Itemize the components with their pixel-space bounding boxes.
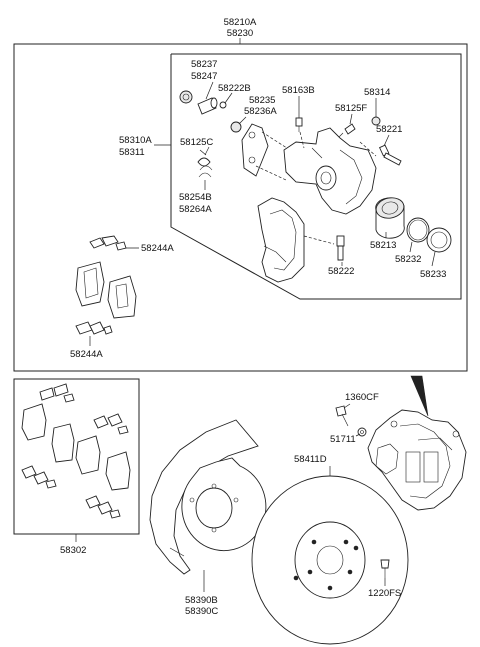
- callout-pointer: [410, 375, 429, 417]
- label-58310a: 58310A: [119, 135, 152, 146]
- label-58221: 58221: [376, 124, 402, 135]
- label-58233: 58233: [420, 269, 446, 280]
- screw-1220fs: [380, 559, 390, 578]
- caliper-bracket-58310a: [241, 123, 291, 181]
- pad-clip-lower: [75, 321, 113, 335]
- caliper-housing: [283, 127, 377, 215]
- pad-clip-upper: [89, 235, 127, 251]
- label-58254b: 58254B: [179, 192, 212, 203]
- label-58411d: 58411D: [294, 454, 327, 465]
- caliper-assembly-frame: [13, 43, 468, 372]
- label-58125f: 58125F: [335, 103, 367, 114]
- label-58232: 58232: [395, 254, 421, 265]
- piston-58213: [375, 197, 405, 239]
- label-58163b: 58163B: [282, 85, 315, 96]
- boot-58233: [426, 227, 452, 253]
- label-58390b: 58390B: [185, 595, 218, 606]
- label-58125c: 58125C: [180, 137, 213, 148]
- brake-pad-outer: [107, 275, 137, 319]
- pad-kit-frame: [13, 378, 140, 535]
- caliper-subassembly-frame: [170, 53, 462, 300]
- label-1220fs: 1220FS: [368, 588, 401, 599]
- label-58235: 58235: [249, 95, 275, 106]
- caliper-carrier-58222: [257, 197, 335, 283]
- label-58222b: 58222B: [218, 83, 251, 94]
- label-51711: 51711: [330, 434, 356, 445]
- label-58244a-top: 58244A: [141, 243, 174, 254]
- caliper-assembled: [367, 409, 467, 511]
- label-58247: 58247: [191, 71, 217, 82]
- label-58314: 58314: [364, 87, 390, 98]
- brake-disc-58411d: [251, 475, 409, 645]
- bolt-58163b: [295, 117, 303, 132]
- spring-58254b: [197, 146, 213, 178]
- label-1360cf: 1360CF: [345, 392, 379, 403]
- bolt-58222b: [219, 101, 227, 109]
- label-58222: 58222: [328, 266, 354, 277]
- guide-pin-58247: [197, 97, 218, 115]
- label-58302: 58302: [60, 545, 86, 556]
- bolt-58222: [336, 235, 345, 261]
- dust-boot-58237: [179, 90, 193, 104]
- label-58390c: 58390C: [185, 606, 218, 617]
- label-58244a-bottom: 58244A: [70, 349, 103, 360]
- brake-pad-inner: [75, 261, 105, 307]
- assembly-label-58210a: 58210A: [224, 17, 257, 28]
- cap-58314: [371, 116, 381, 126]
- label-58311: 58311: [119, 147, 145, 158]
- label-58236a: 58236A: [244, 106, 277, 117]
- dust-shield-58390: [149, 419, 267, 575]
- pad-kit-contents: [21, 383, 131, 519]
- label-58213: 58213: [370, 240, 396, 251]
- bushing-58236a: [230, 121, 242, 133]
- label-58264a: 58264A: [179, 204, 212, 215]
- assembly-label-58230: 58230: [227, 28, 253, 39]
- seal-58232: [406, 217, 430, 243]
- bolt-1360cf: [335, 405, 349, 427]
- washer-51711: [357, 427, 367, 437]
- label-58237: 58237: [191, 59, 217, 70]
- bolt-58221: [378, 144, 402, 166]
- bleeder-58125f: [338, 123, 356, 138]
